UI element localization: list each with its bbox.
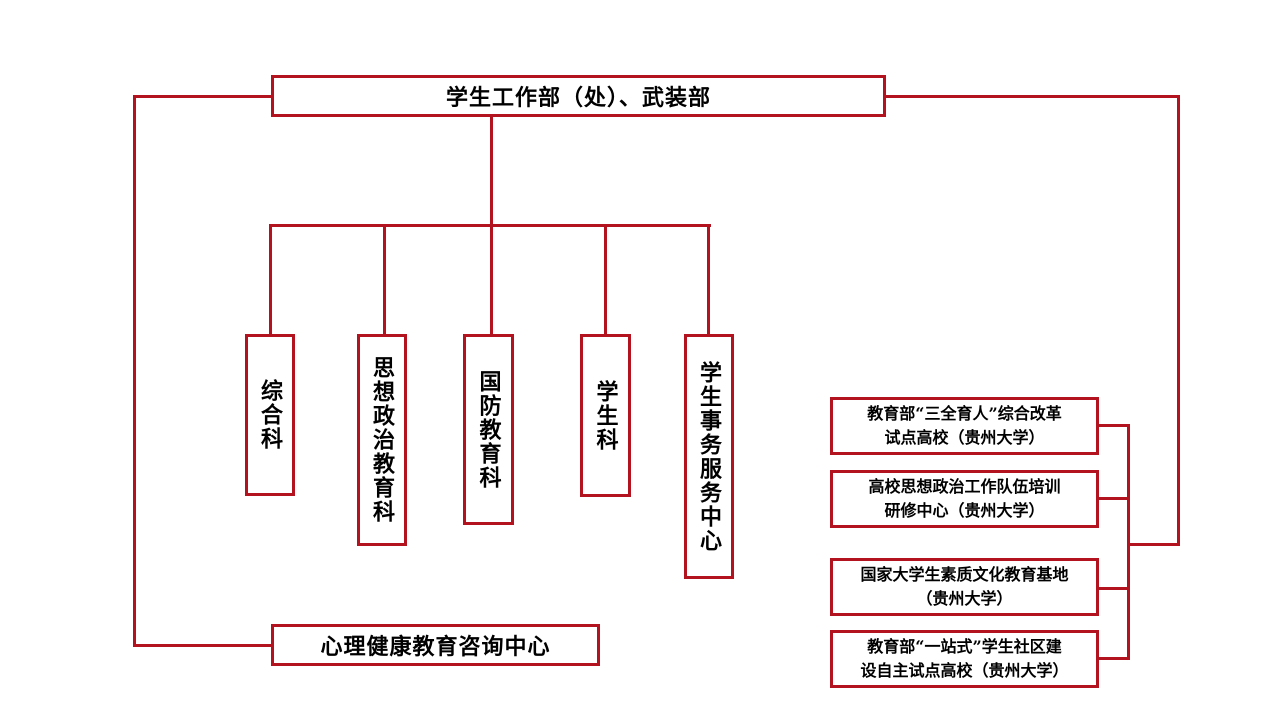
dept-label-general: 综合科 [257,379,283,451]
connector-right-vertical [1177,95,1180,546]
connector-right-to-bases [1127,543,1180,546]
connector-top-to-bus [490,115,493,226]
dept-box-ideology: 思想政治教育科 [357,334,407,546]
base-box-1: 教育部“三全育人”综合改革 试点高校（贵州大学） [830,397,1099,455]
connector-dept-4 [604,224,607,336]
top-unit-label: 学生工作部（处）、武装部 [445,85,711,111]
dept-label-defense: 国防教育科 [475,369,502,490]
dept-box-general: 综合科 [245,334,295,496]
connector-left-top [133,95,273,98]
connector-right-top [884,95,1180,98]
top-unit-box: 学生工作部（处）、武装部 [271,75,886,117]
connector-base-2 [1097,497,1130,500]
dept-label-service-center: 学生事务服务中心 [696,360,722,553]
dept-box-defense: 国防教育科 [463,334,514,525]
base-4-line1: 教育部“一站式”学生社区建 [867,637,1062,656]
counseling-center-label: 心理健康教育咨询中心 [320,634,551,660]
base-box-3: 国家大学生素质文化教育基地 （贵州大学） [830,558,1099,616]
dept-label-students: 学生科 [592,379,619,452]
connector-dept-3 [490,224,493,336]
base-1-line2: 试点高校（贵州大学） [884,428,1045,447]
dept-label-ideology: 思想政治教育科 [369,356,395,524]
base-box-2: 高校思想政治工作队伍培训 研修中心（贵州大学） [830,470,1099,528]
dept-box-service-center: 学生事务服务中心 [684,334,734,579]
base-4-line2: 设自主试点高校（贵州大学） [860,661,1069,680]
connector-dept-5 [707,224,710,336]
base-3-line2: （贵州大学） [916,589,1013,608]
connector-dept-1 [269,224,272,336]
connector-base-3 [1097,587,1130,590]
base-2-line2: 研修中心（贵州大学） [884,501,1045,520]
connector-left-bottom [133,644,273,647]
counseling-center-box: 心理健康教育咨询中心 [271,624,600,666]
base-2-line1: 高校思想政治工作队伍培训 [868,477,1061,496]
base-3-line1: 国家大学生素质文化教育基地 [860,565,1069,584]
base-1-line1: 教育部“三全育人”综合改革 [867,404,1062,423]
dept-box-students: 学生科 [580,334,631,497]
connector-base-4 [1097,657,1130,660]
connector-base-1 [1097,424,1130,427]
base-box-4: 教育部“一站式”学生社区建 设自主试点高校（贵州大学） [830,630,1099,688]
connector-left-vertical [133,95,136,647]
connector-bases-spine [1127,424,1130,660]
connector-dept-2 [383,224,386,336]
